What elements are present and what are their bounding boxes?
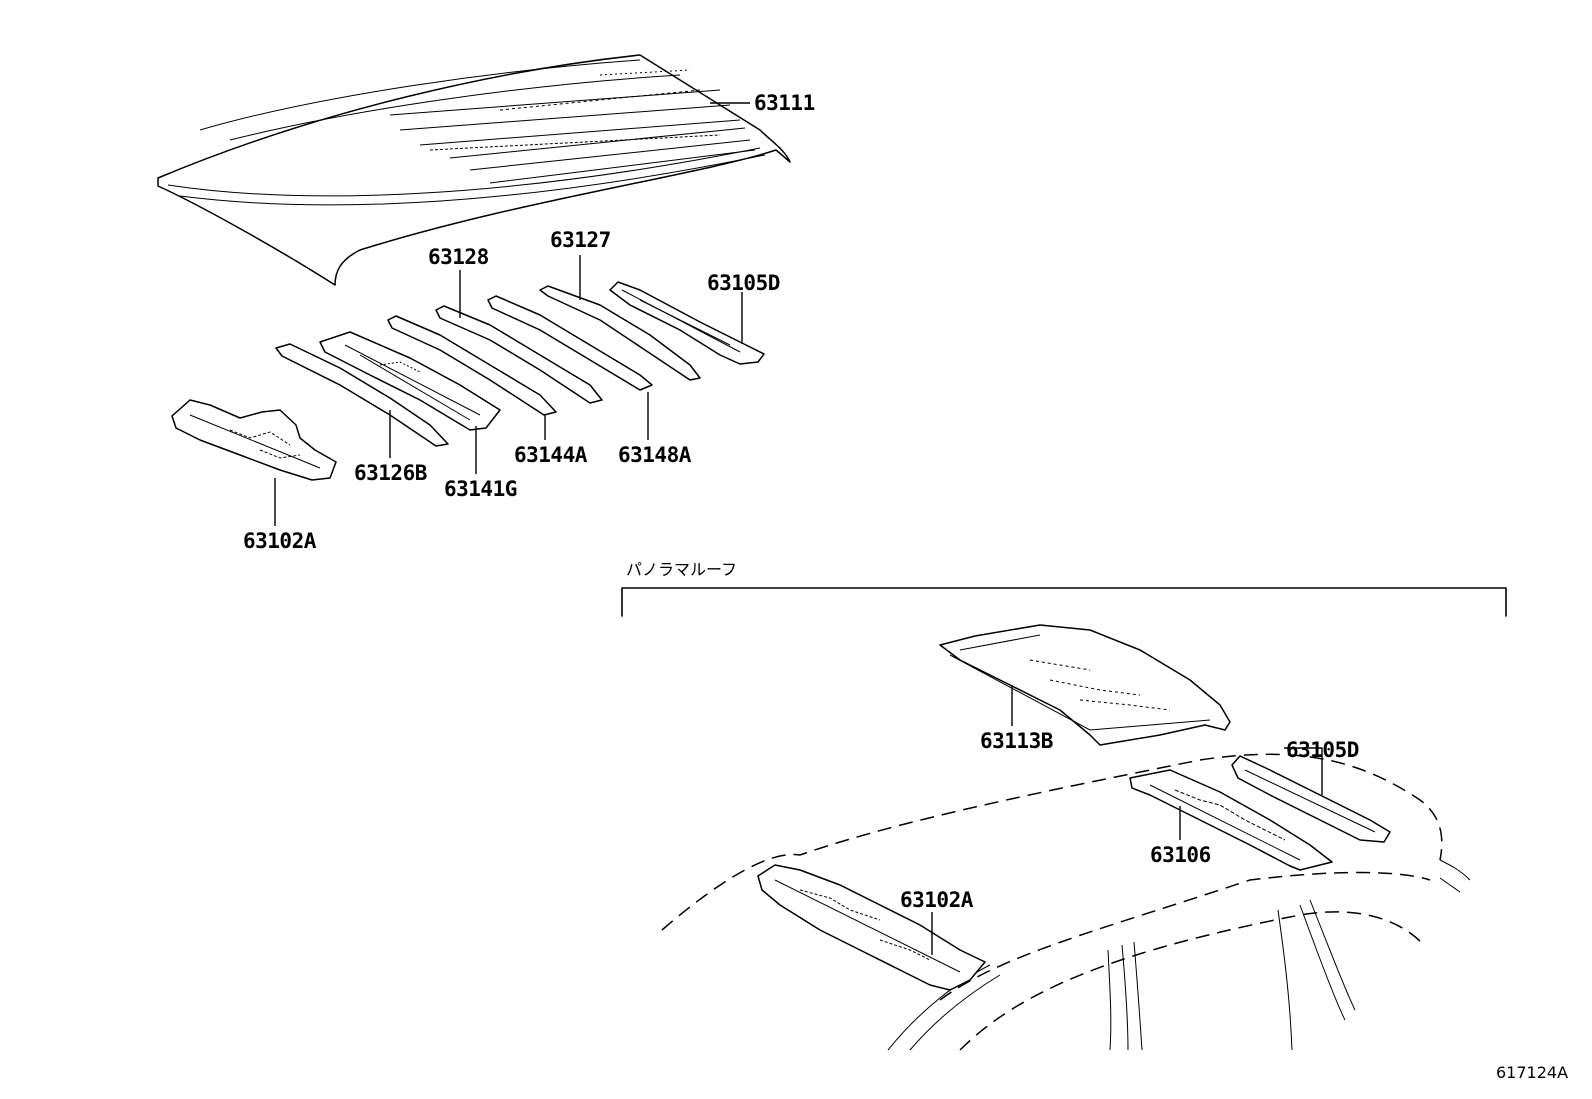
label-63102A-bottom[interactable]: 63102A	[900, 888, 974, 912]
label-63141G[interactable]: 63141G	[444, 477, 517, 501]
middle-rail-63106[interactable]	[1129, 769, 1333, 871]
roof-bow-63128[interactable]	[435, 305, 603, 404]
roof-bow-63127[interactable]	[539, 285, 701, 381]
roof-bow-63144A[interactable]	[387, 315, 557, 416]
front-header-63102A-bottom[interactable]	[757, 864, 986, 991]
label-63128[interactable]: 63128	[428, 245, 489, 269]
label-63105D-bottom[interactable]: 63105D	[1286, 738, 1359, 762]
label-63127[interactable]: 63127	[550, 228, 611, 252]
label-63111[interactable]: 63111	[754, 91, 815, 115]
label-63102A-top[interactable]: 63102A	[243, 529, 317, 553]
rear-rail-63105D-bottom[interactable]	[1231, 755, 1391, 843]
roof-rail-63105D-top[interactable]	[609, 281, 765, 365]
car-body-outline	[661, 753, 1471, 1051]
label-63105D-top[interactable]: 63105D	[707, 271, 780, 295]
diagram-code: 617124A	[1496, 1063, 1568, 1082]
glass-roof-63113B[interactable]	[939, 624, 1231, 746]
label-63106[interactable]: 63106	[1150, 843, 1211, 867]
section-label-panorama-roof: パノラマルーフ	[626, 560, 737, 579]
roof-bow-63126B[interactable]	[275, 343, 449, 447]
label-63113B[interactable]: 63113B	[980, 729, 1053, 753]
label-63148A[interactable]: 63148A	[618, 443, 692, 467]
label-63144A[interactable]: 63144A	[514, 443, 588, 467]
label-63126B[interactable]: 63126B	[354, 461, 427, 485]
roof-panel-63111[interactable]	[157, 54, 791, 286]
roof-bow-63148A[interactable]	[487, 295, 653, 391]
leader-63105D-bottom	[1284, 747, 1323, 795]
roof-bow-63141G[interactable]	[319, 331, 501, 431]
section-bracket	[621, 587, 1507, 617]
front-header-63102A-top[interactable]	[171, 399, 337, 481]
